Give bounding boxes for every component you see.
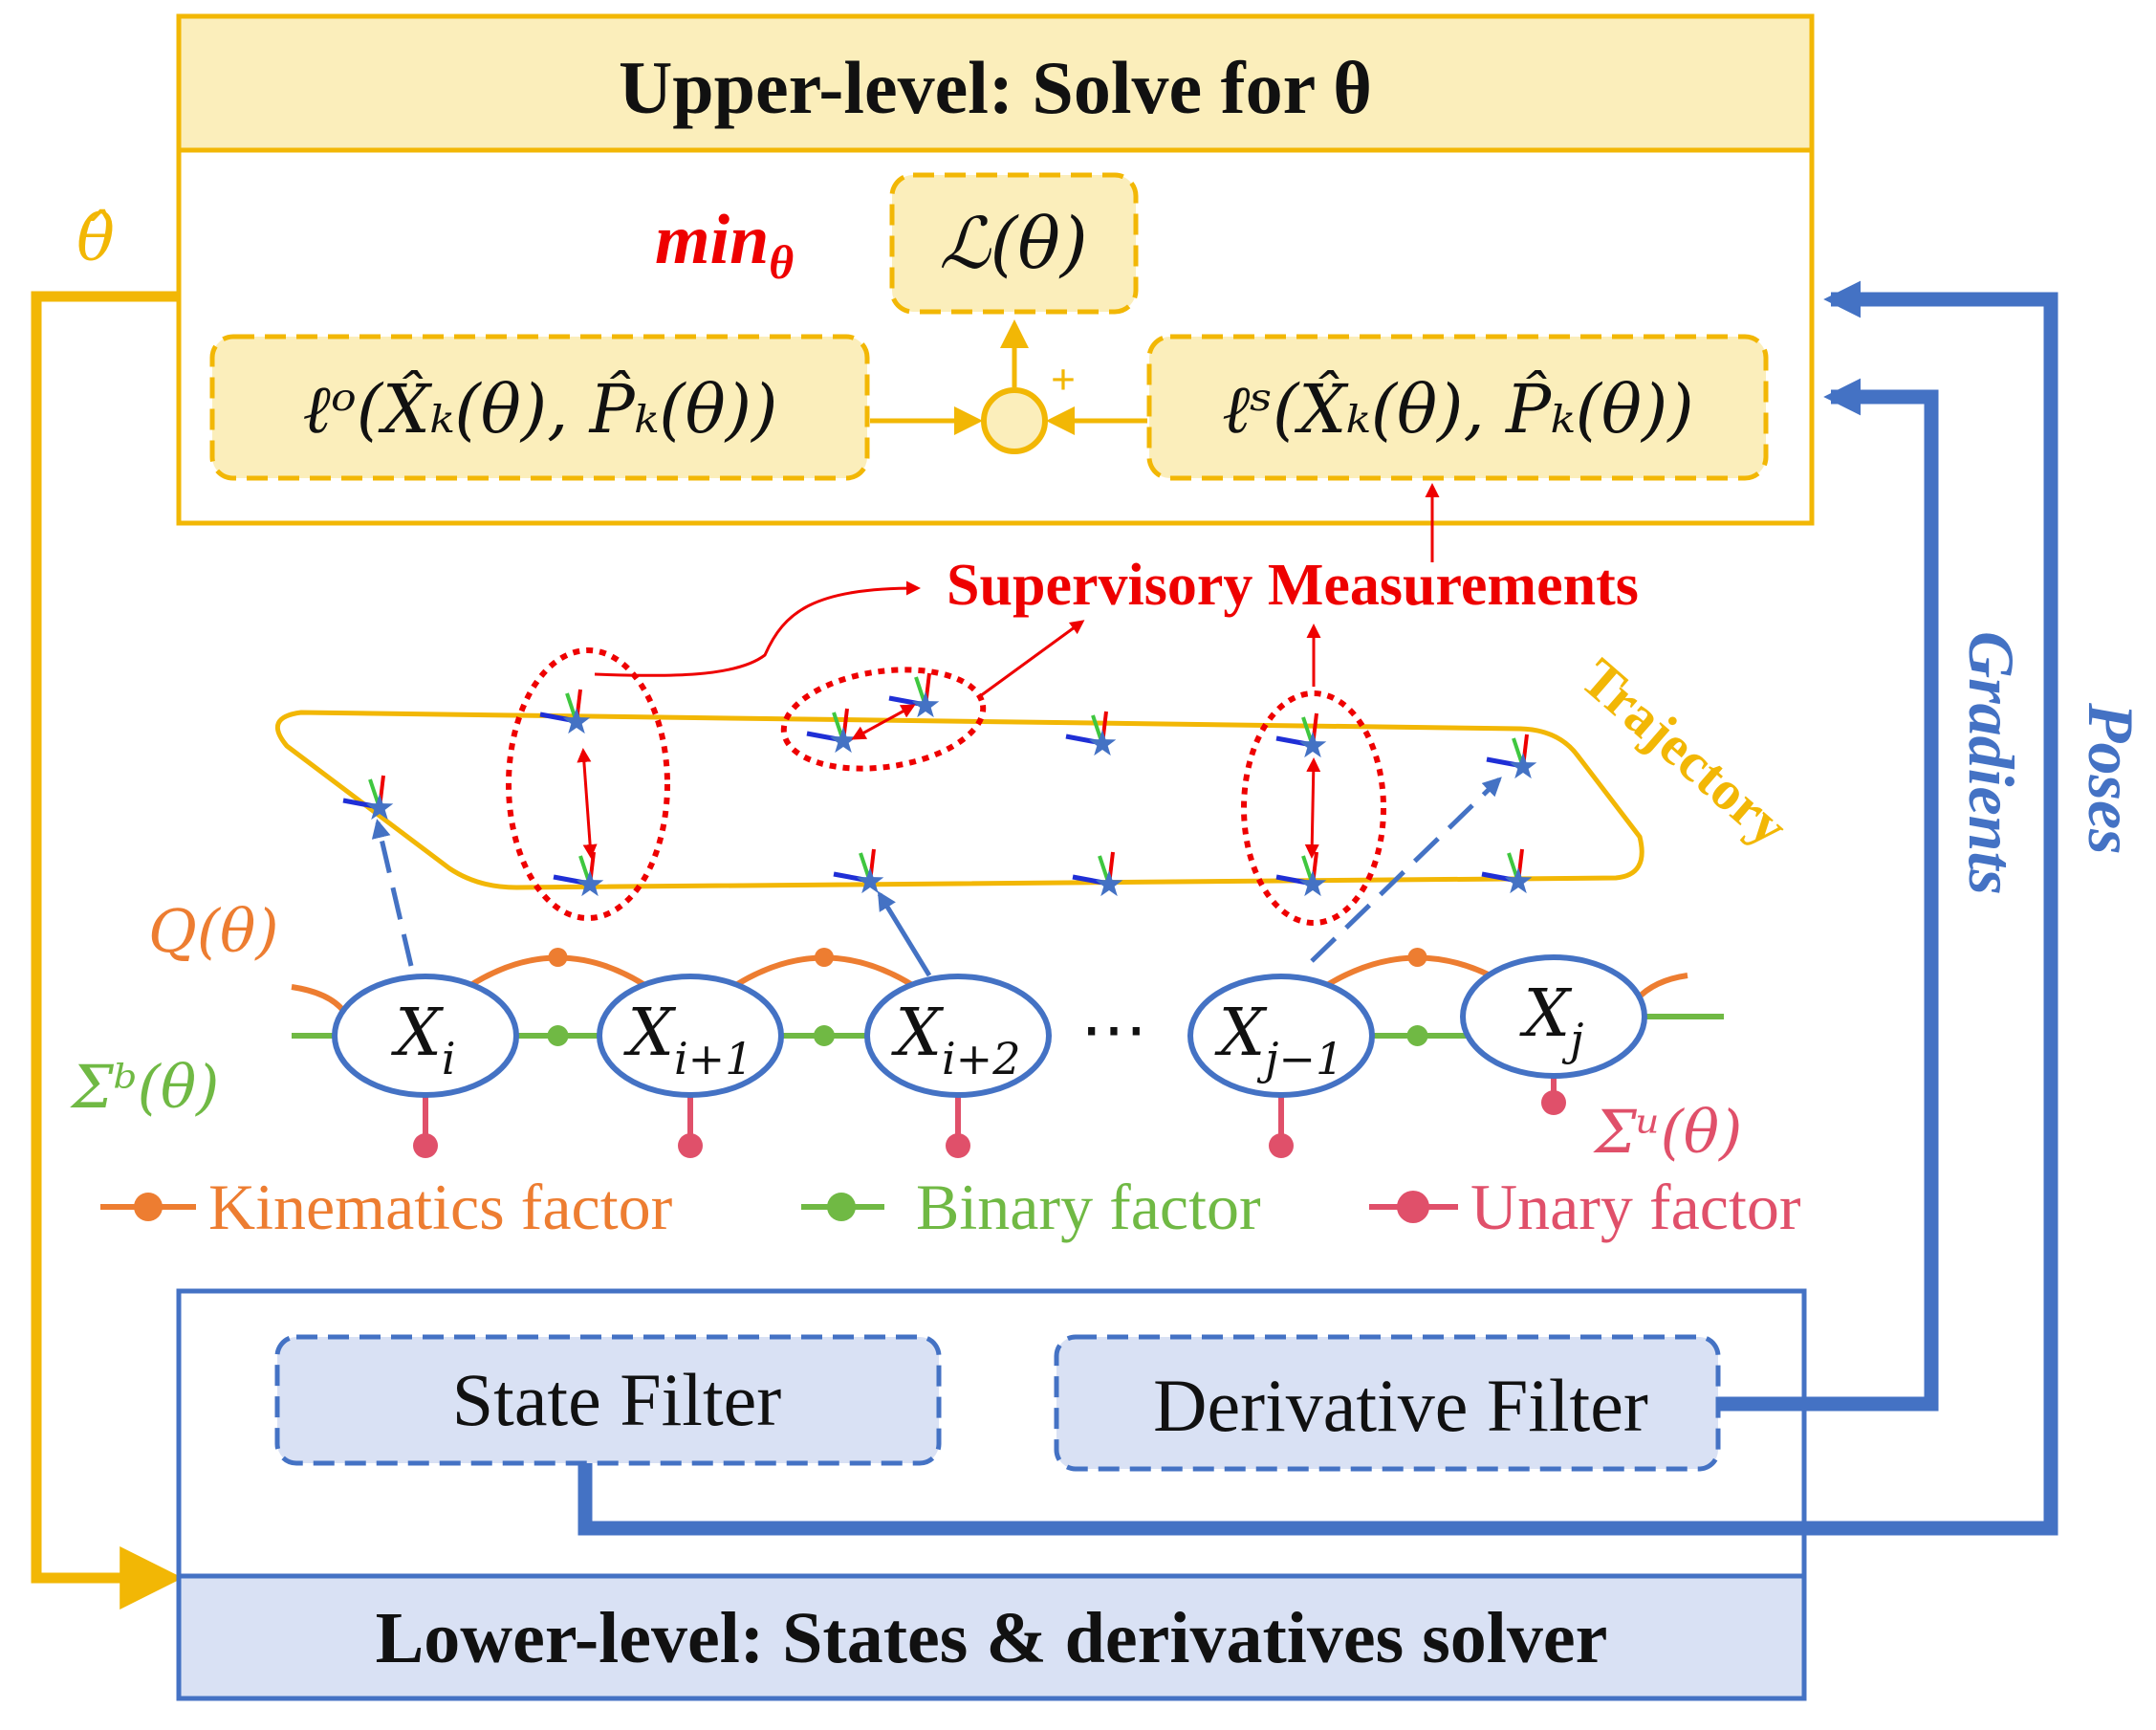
binary-factor <box>547 1025 569 1046</box>
lo-box <box>209 334 870 481</box>
ls-text: ℓˢ(X̂ₖ(θ), P̂ₖ(θ)) <box>1222 370 1693 449</box>
supervisory-ellipse-3 <box>1241 690 1386 926</box>
unary-factor <box>1541 1090 1566 1115</box>
state-node <box>597 974 784 1098</box>
state-filter-label: State Filter <box>452 1358 781 1441</box>
pose-marker <box>888 672 940 718</box>
pose-marker <box>1072 851 1123 897</box>
pose-marker <box>553 851 604 897</box>
binary-factor <box>814 1025 835 1046</box>
ls-box <box>1146 334 1769 481</box>
min-word: min <box>655 201 769 279</box>
state-node-base: X <box>1214 996 1268 1071</box>
min-subscript: θ <box>769 235 794 289</box>
pose-marker <box>539 689 591 734</box>
node-to-pose-arrow-1 <box>371 819 414 967</box>
state-node-base: X <box>623 996 677 1071</box>
binary-legend-marker <box>827 1193 856 1221</box>
lower-level-title: Lower-level: States & derivatives solver <box>376 1598 1608 1678</box>
pose-marker <box>1275 712 1327 758</box>
state-node-base: X <box>891 996 945 1071</box>
gradients-label: Gradients <box>1955 631 2028 895</box>
state-node-subscript: i+1 <box>674 1033 753 1084</box>
unary-factor <box>946 1133 970 1158</box>
pose-marker <box>342 775 394 821</box>
state-node-subscript: i <box>442 1033 456 1084</box>
node-to-pose-arrow-3 <box>1310 777 1502 963</box>
min-label: minθ <box>655 201 794 289</box>
loss-text: ℒ(θ) <box>939 203 1088 285</box>
lo-text: ℓᵒ(X̂ₖ(θ), P̂ₖ(θ)) <box>303 370 778 449</box>
pose-marker <box>1486 734 1537 779</box>
poses-label: Poses <box>2075 702 2147 855</box>
state-filter-box <box>274 1334 942 1466</box>
sum-plus: + <box>1051 355 1076 404</box>
state-node-label: Xi+1 <box>623 996 753 1084</box>
supervisory-ellipse-2 <box>780 667 987 772</box>
unary-factor <box>1269 1133 1294 1158</box>
poses-line <box>577 280 2058 1536</box>
trajectory-path <box>275 710 1644 890</box>
legend: Kinematics factor Binary factor Unary fa… <box>100 1171 1801 1243</box>
kinematics-factor <box>548 948 568 967</box>
node-to-pose-arrow-2 <box>877 890 932 977</box>
ellipsis: ⋯ <box>1080 994 1147 1067</box>
legend-binary: Binary factor <box>916 1171 1261 1243</box>
measure-arrow-2 <box>851 704 916 740</box>
kinematics-edge-left <box>291 984 347 1014</box>
unary-legend-marker <box>1397 1191 1429 1223</box>
upper-level-title: Upper-level: Solve for θ <box>619 46 1372 129</box>
sum-node <box>981 387 1048 454</box>
measure-arrow-1 <box>577 748 598 859</box>
kinematics-edge-right <box>1634 973 1688 1002</box>
theta-hat-label: θ̂ <box>76 202 115 275</box>
pose-marker <box>1275 851 1327 897</box>
kinematics-factor <box>1407 948 1427 967</box>
state-node-label: Xj−1 <box>1214 996 1344 1084</box>
pose-marker <box>1065 711 1117 756</box>
legend-unary: Unary factor <box>1470 1171 1801 1243</box>
binary-factor <box>1406 1025 1428 1046</box>
state-node-base: X <box>390 996 444 1071</box>
state-node <box>332 974 519 1098</box>
sigma-u-label: Σᵘ(θ) <box>1593 1097 1742 1167</box>
pose-marker <box>1481 848 1533 894</box>
loss-box <box>889 172 1139 315</box>
curve-to-supervisory-1 <box>594 580 921 677</box>
theta-hat-feedback-line <box>31 291 184 1610</box>
kinematics-legend-marker <box>134 1193 163 1221</box>
measure-arrow-3 <box>1304 757 1321 859</box>
supervisory-label: Supervisory Measurements <box>947 553 1639 618</box>
sigma-b-label: Σᵇ(θ) <box>70 1052 219 1122</box>
unary-factor <box>678 1133 703 1158</box>
state-node <box>864 974 1052 1098</box>
state-node-base: X <box>1519 976 1573 1052</box>
trajectory-poses <box>342 672 1537 897</box>
pose-marker <box>806 708 858 754</box>
pose-marker <box>833 848 884 894</box>
state-node-subscript: j−1 <box>1256 1033 1343 1084</box>
kinematics-factor <box>815 948 834 967</box>
state-node-label: Xi+2 <box>891 996 1021 1084</box>
trajectory-label: Trajectory <box>1569 646 1799 859</box>
state-node-label: Xi <box>390 996 455 1084</box>
legend-kinematics: Kinematics factor <box>208 1171 673 1243</box>
q-theta-label: Q(θ) <box>148 896 279 966</box>
derivative-filter-label: Derivative Filter <box>1153 1364 1648 1447</box>
curve-to-supervisory-2 <box>979 620 1085 698</box>
state-node <box>1460 954 1647 1079</box>
supervisory-ellipse-1 <box>506 647 670 921</box>
gradients-line <box>1718 378 1939 1412</box>
unary-factor <box>413 1133 438 1158</box>
state-node <box>1187 974 1375 1098</box>
state-node-subscript: i+2 <box>942 1033 1021 1084</box>
